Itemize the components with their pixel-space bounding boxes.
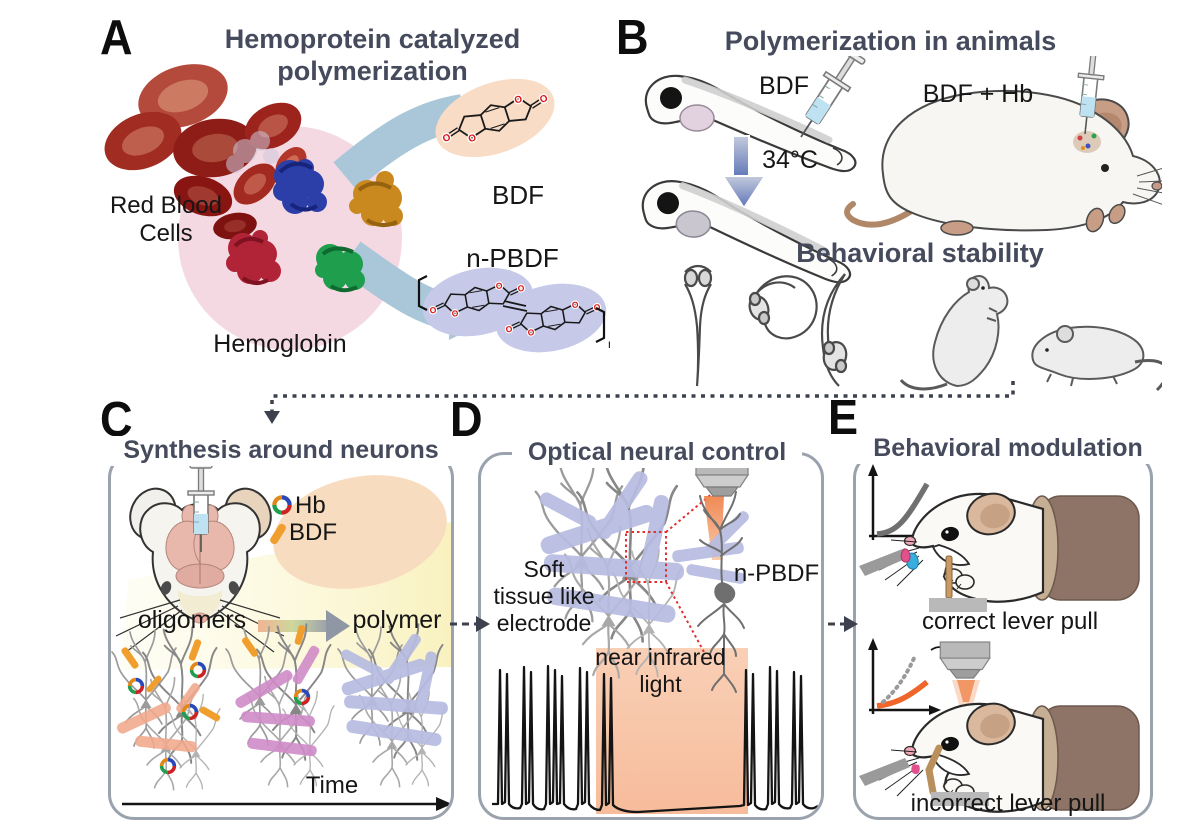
single-neuron-illustration <box>672 491 749 693</box>
npbdf-coating-label: n-PBDF <box>733 560 820 587</box>
bdf-label: BDF <box>492 180 544 210</box>
oligomer-to-polymer-arrow <box>258 610 350 642</box>
lick-spout <box>859 548 910 576</box>
intended-trajectory-dotted <box>881 654 917 704</box>
mouse-head-topview-illustration <box>115 462 285 653</box>
nir-light-label: near infrared light <box>595 644 726 697</box>
zebrafish-top-illustration <box>644 74 857 173</box>
pink-halo <box>178 126 402 350</box>
bdf-stick-icon <box>270 523 286 545</box>
soft-electrode-label: Soft tissue like electrode <box>493 556 595 636</box>
temperature-arrow <box>721 135 767 210</box>
panel-b-illustration <box>641 56 1162 392</box>
hb-legend-label: Hb <box>295 492 326 519</box>
bdf-legend-label: BDF <box>289 519 337 546</box>
panel-e-illustration <box>859 462 1141 813</box>
svg-text:n: n <box>608 337 610 351</box>
bdf-hb-injection-label: BDF + Hb <box>922 80 1034 108</box>
panel-a-illustration: n <box>104 64 610 353</box>
peach-blob <box>273 475 447 589</box>
reward-droplet <box>900 548 911 563</box>
hemoglobin-green-subunit <box>315 244 365 290</box>
lever-base <box>931 792 989 806</box>
hemoglobin-structure-illustration <box>226 131 403 293</box>
panel-d-illustration <box>492 457 819 814</box>
zoom-region-box <box>625 531 667 583</box>
neuron-stage-2 <box>226 624 334 787</box>
temperature-label: 34°C <box>762 146 818 174</box>
tongue <box>911 764 920 775</box>
panel-d-title: Optical neural control <box>512 438 802 468</box>
larvae-sketches <box>683 264 848 387</box>
panel-e-title: Behavioral modulation <box>856 434 1160 464</box>
larva-straight <box>683 264 713 387</box>
polymer-label: polymer <box>352 606 442 634</box>
lever-rod-tilted <box>925 744 943 796</box>
spike-trace <box>492 664 819 814</box>
panel-d-letter: D <box>450 393 483 447</box>
panel-c-illustration <box>108 462 452 811</box>
red-blood-cells-label: Red Blood Cells <box>109 192 223 248</box>
panel-b-title: Polymerization in animals <box>724 26 1057 56</box>
npbdf-molecule: n <box>417 267 610 353</box>
panel-a-letter: A <box>100 11 133 65</box>
correct-lever-pull-label: correct lever pull <box>921 608 1099 635</box>
panel-c-title: Synthesis around neurons <box>104 436 458 466</box>
actual-trajectory-curve <box>876 679 929 709</box>
stimulation-beam <box>957 680 975 702</box>
incorrect-trial-illustration <box>859 636 1141 813</box>
bdf-molecule <box>435 78 556 158</box>
npbdf-label: n-PBDF <box>466 243 559 273</box>
larva-curled <box>748 275 818 340</box>
mouse-rearing <box>899 274 1009 391</box>
hemoglobin-label: Hemoglobin <box>213 330 347 358</box>
mouse-walking <box>1031 325 1162 392</box>
panel-b-letter: B <box>616 11 649 65</box>
lick-spout <box>859 758 910 786</box>
panel-b-subtitle: Behavioral stability <box>796 238 1044 268</box>
incorrect-lever-pull-label: incorrect lever pull <box>910 790 1106 817</box>
mouse-injection-illustration <box>844 56 1162 236</box>
lever-base <box>929 598 987 612</box>
hemoglobin-red-subunit <box>226 230 281 284</box>
larva-bent <box>820 273 848 387</box>
panel-a-title: Hemoprotein catalyzed polymerization <box>224 24 521 86</box>
correct-trial-illustration <box>859 462 1141 612</box>
neuron-stage-1 <box>112 627 221 790</box>
down-arrowhead <box>264 411 280 424</box>
zoom-guide-lines <box>665 491 715 653</box>
zebrafish-bottom-illustration <box>641 180 852 284</box>
lever-trajectory-curve <box>876 482 930 537</box>
oligomers-label: oligomers <box>137 606 247 634</box>
bdf-injection-label: BDF <box>759 72 809 100</box>
time-label: Time <box>305 772 359 799</box>
panel-e-letter: E <box>828 391 859 445</box>
panel-c-box <box>108 452 454 820</box>
mice-sketches <box>899 274 1162 392</box>
